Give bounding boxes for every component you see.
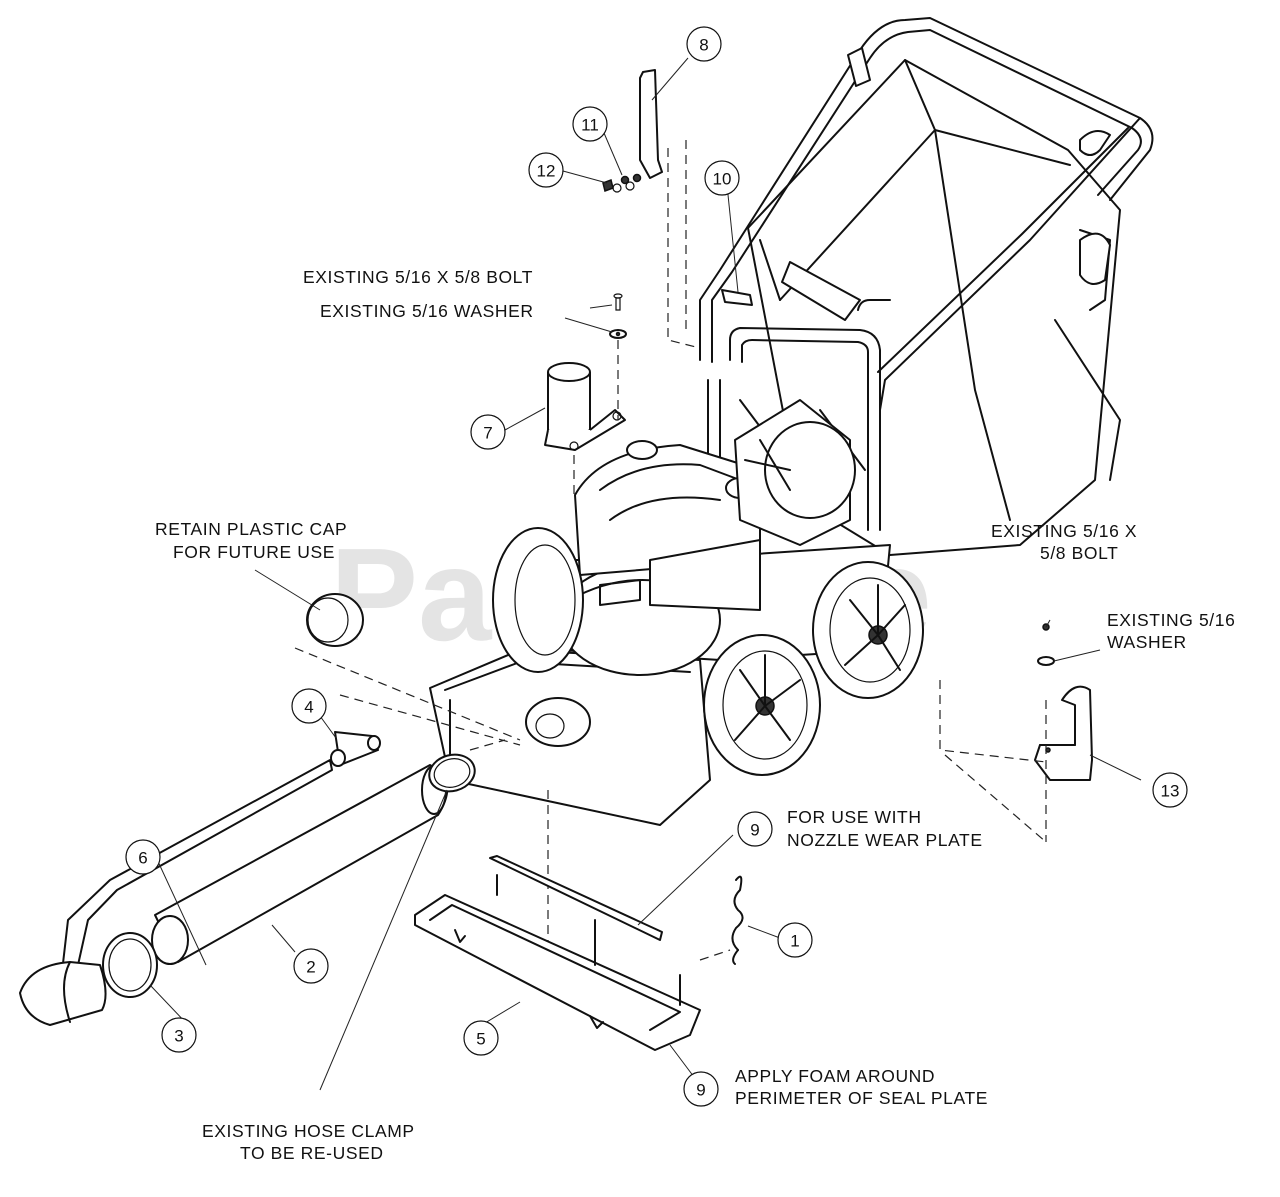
spring-1 <box>731 875 744 965</box>
front-wheel-right <box>703 634 821 776</box>
callout-1: 1 <box>777 922 813 958</box>
callout-6: 6 <box>125 839 161 875</box>
svg-text:2: 2 <box>306 958 315 977</box>
svg-text:5: 5 <box>476 1030 485 1049</box>
existing-hose-clamp <box>428 753 476 793</box>
chute-adapter-7 <box>544 362 626 451</box>
note-existing-washer-top: EXISTING 5/16 WASHER <box>320 301 534 321</box>
hose-2 <box>151 764 449 965</box>
note-existing-washer-right-line1: EXISTING 5/16 <box>1107 610 1235 630</box>
seal-plate-5 <box>414 894 701 1051</box>
front-wheel-left <box>492 527 584 673</box>
fan-housing <box>734 399 856 546</box>
callout-2: 2 <box>293 948 329 984</box>
svg-text:13: 13 <box>1161 782 1180 801</box>
svg-text:7: 7 <box>483 424 492 443</box>
note-nozzle-line2: NOZZLE WEAR PLATE <box>787 830 983 850</box>
svg-text:11: 11 <box>581 116 599 135</box>
callout-9-top: 9 <box>737 811 773 847</box>
callout-9-bottom: 9 <box>683 1071 719 1107</box>
svg-text:1: 1 <box>790 932 799 951</box>
callout-3: 3 <box>161 1017 197 1053</box>
note-foam-line2: PERIMETER OF SEAL PLATE <box>735 1088 988 1108</box>
callout-13: 13 <box>1152 772 1188 808</box>
nut-11-12 <box>602 173 642 193</box>
existing-bolt-washer-top <box>609 293 627 339</box>
existing-bolt-washer-right <box>1037 623 1055 666</box>
bracket-10 <box>721 289 753 306</box>
note-retain-cap-line2: FOR FUTURE USE <box>173 542 335 562</box>
note-existing-bolt-right-line1: EXISTING 5/16 X <box>991 521 1137 541</box>
svg-text:6: 6 <box>138 849 147 868</box>
note-existing-bolt-right-line2: 5/8 BOLT <box>1040 543 1118 563</box>
plastic-cap <box>306 593 364 647</box>
svg-text:9: 9 <box>750 821 759 840</box>
bracket-13 <box>1034 685 1093 781</box>
note-existing-washer-right-line2: WASHER <box>1107 632 1187 652</box>
callout-8: 8 <box>686 26 722 62</box>
svg-text:4: 4 <box>304 698 313 717</box>
svg-text:9: 9 <box>696 1081 705 1100</box>
note-hose-clamp-line1: EXISTING HOSE CLAMP <box>202 1121 415 1141</box>
callout-10: 10 <box>704 160 740 196</box>
note-retain-cap-line1: RETAIN PLASTIC CAP <box>155 519 347 539</box>
note-existing-bolt-top: EXISTING 5/16 X 5/8 BOLT <box>303 267 533 287</box>
note-hose-clamp-line2: TO BE RE-USED <box>240 1143 384 1163</box>
svg-text:3: 3 <box>174 1027 183 1046</box>
callout-12: 12 <box>528 152 564 188</box>
callout-5: 5 <box>463 1020 499 1056</box>
hose-handle-6 <box>19 759 333 1026</box>
callout-7: 7 <box>470 414 506 450</box>
rod-8 <box>639 69 663 179</box>
wear-plate-9 <box>489 855 681 1006</box>
callout-11: 11 <box>572 106 608 142</box>
svg-text:8: 8 <box>699 36 708 55</box>
callout-4: 4 <box>291 688 327 724</box>
note-nozzle-line1: FOR USE WITH <box>787 807 922 827</box>
rear-wheel-right <box>812 561 924 699</box>
svg-text:10: 10 <box>713 170 732 189</box>
tube-4 <box>330 731 381 767</box>
note-foam-line1: APPLY FOAM AROUND <box>735 1066 935 1086</box>
blower-housing <box>429 440 891 826</box>
hose-clamp-3 <box>102 932 158 998</box>
handle-frame <box>699 17 1154 531</box>
svg-text:12: 12 <box>537 162 556 181</box>
